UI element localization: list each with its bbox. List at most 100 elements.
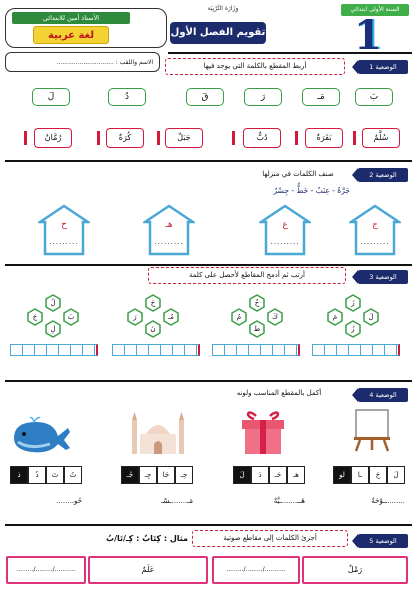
syllable-choice-row: هـ حَـ دَ لَ <box>233 466 305 484</box>
hex-syllable[interactable]: جَ <box>32 313 38 321</box>
easel-icon <box>354 409 390 452</box>
house-letter: هـ <box>165 220 173 230</box>
syllable-cell[interactable]: تَ <box>46 466 64 484</box>
separator-mark <box>157 131 160 145</box>
hex-syllable[interactable]: مُـ <box>168 313 174 321</box>
answer-word[interactable]: حُو........ <box>56 497 82 505</box>
whale-icon <box>14 416 70 453</box>
house-answer[interactable]: ......... <box>360 238 390 246</box>
section-4-divider <box>5 380 412 382</box>
split-answer[interactable]: .........../........./......... <box>212 556 300 584</box>
section-3-divider <box>5 264 412 266</box>
section-1-instruction: أربط المقطع بالكلمة التي يوجد فيها <box>165 58 345 75</box>
syllable-cell[interactable]: جُـ <box>121 466 139 484</box>
mosque-icon <box>132 412 184 454</box>
word-box[interactable]: كُرَةٌ <box>106 128 144 148</box>
example-text: مثال : كِتَابٌ : كِـ/تَا/بُ <box>106 534 188 543</box>
syllable-cell[interactable]: جَا <box>157 466 175 484</box>
word-to-split: رَمْلٌ <box>302 556 408 584</box>
syllable-cell[interactable]: ـا <box>351 466 369 484</box>
section-4-instruction: أكمل بالمقطع المناسب ولونه <box>236 389 322 397</box>
syllable-cell[interactable]: لو <box>333 466 351 484</box>
writing-line[interactable] <box>10 344 98 356</box>
hex-syllable[interactable]: بَ <box>67 313 75 321</box>
hex-syllable[interactable]: خُ <box>254 299 260 307</box>
syllable-cell[interactable]: تُ <box>64 466 82 484</box>
house-box: ج ......... <box>349 204 401 256</box>
answer-word[interactable]: ........ــوْحَةٌ <box>371 497 405 505</box>
subject-label: لغة عربية <box>33 26 109 44</box>
syllable-box[interactable]: لَ <box>32 88 70 106</box>
syllable-cell[interactable]: هـ <box>287 466 305 484</box>
house-letter: ج <box>372 220 378 230</box>
hex-syllable[interactable]: رَ <box>133 313 137 321</box>
syllable-box[interactable]: بَ <box>355 88 393 106</box>
word-box[interactable]: جَبَلٌ <box>165 128 203 148</box>
section-2-badge: الوضعية 2 <box>352 168 408 182</box>
section-3-badge: الوضعية 3 <box>352 270 408 284</box>
hex-syllable[interactable]: نَ <box>150 325 156 333</box>
hex-syllable[interactable]: كَ <box>272 313 278 321</box>
section-2-instruction: صنف الكلمات في منزلها <box>262 170 334 178</box>
hex-syllable[interactable]: لُ <box>50 299 56 307</box>
separator-mark <box>295 131 298 145</box>
syllable-box[interactable]: قَ <box>186 88 224 106</box>
house-letter: ح <box>61 220 67 230</box>
section-5-badge: الوضعية 5 <box>352 534 408 548</box>
hex-syllable[interactable]: لِ <box>50 325 56 333</box>
house-answer[interactable]: ......... <box>270 238 300 246</box>
hex-syllable[interactable]: حَ <box>150 299 156 307</box>
page-title: تقويم الفصل الأول <box>170 22 266 44</box>
syllable-cell[interactable]: حِـ <box>175 466 193 484</box>
hex-group: زَ مَ لَ زُ <box>318 294 388 338</box>
house-answer[interactable]: ......... <box>154 238 184 246</box>
syllable-choice-row: تُ تَ ذُ ذ <box>10 466 82 484</box>
name-field[interactable]: الاسم واللقب : .........................… <box>5 52 160 72</box>
syllable-cell[interactable]: جِـ <box>139 466 157 484</box>
syllable-box[interactable]: مَـ <box>302 88 340 106</box>
writing-line[interactable] <box>312 344 400 356</box>
split-answer[interactable]: .........../........./......... <box>6 556 86 584</box>
section-1-badge: الوضعية 1 <box>352 60 408 74</box>
writing-line[interactable] <box>212 344 300 356</box>
gift-icon <box>242 411 284 454</box>
word-box[interactable]: بَقَرَةٌ <box>305 128 343 148</box>
hex-group: خُ مُ كَ ط <box>222 294 292 338</box>
syllable-cell[interactable]: حَ <box>369 466 387 484</box>
hex-syllable[interactable]: زُ <box>351 325 355 333</box>
grade-number: 1 <box>354 12 382 59</box>
word-box[interactable]: دُبٌّ <box>243 128 281 148</box>
house-box: ع ......... <box>259 204 311 256</box>
hex-syllable[interactable]: ط <box>253 325 261 333</box>
syllable-cell[interactable]: لَ <box>387 466 405 484</box>
hex-syllable[interactable]: زَ <box>351 299 355 307</box>
word-box[interactable]: رُمَّانٌ <box>34 128 72 148</box>
house-answer[interactable]: ......... <box>49 238 79 246</box>
hex-syllable[interactable]: مُ <box>236 313 242 321</box>
house-box: هـ ......... <box>143 204 195 256</box>
author-banner: الأستاذ أمين للابتدائي <box>12 12 130 24</box>
word-to-split: عَلَمٌ <box>88 556 208 584</box>
syllable-cell[interactable]: ذ <box>10 466 28 484</box>
separator-mark <box>232 131 235 145</box>
section-5-instruction: أجزئ الكلمات إلى مقاطع صوتية <box>192 530 348 547</box>
hex-syllable[interactable]: لَ <box>368 313 374 321</box>
word-box[interactable]: سُلَّمٌ <box>362 128 400 148</box>
syllable-cell[interactable]: لَ <box>233 466 251 484</box>
syllable-cell[interactable]: ذُ <box>28 466 46 484</box>
syllable-cell[interactable]: دَ <box>251 466 269 484</box>
house-letter: ع <box>282 220 288 230</box>
hex-syllable[interactable]: مَ <box>332 313 338 321</box>
section-4-badge: الوضعية 4 <box>352 388 408 402</box>
syllable-cell[interactable]: حَـ <box>269 466 287 484</box>
answer-word[interactable]: مَـ.......ـسْـ <box>161 497 193 505</box>
answer-word[interactable]: هَــ.......ـيَّةٌ <box>273 497 305 505</box>
syllable-box[interactable]: رَ <box>244 88 282 106</box>
syllable-choice-row: لَ حَ ـا لو <box>333 466 405 484</box>
ministry-text: وِزَارَة التَّرْبِيَة <box>207 5 239 12</box>
syllable-box[interactable]: دُ <box>108 88 146 106</box>
writing-line[interactable] <box>112 344 200 356</box>
header-info-box <box>5 8 167 48</box>
section-1-divider <box>168 52 412 54</box>
words-to-classify: جَرَّةٌ - عِنَبٌ - خَطٌّ - جِسْرٌ <box>273 186 350 195</box>
